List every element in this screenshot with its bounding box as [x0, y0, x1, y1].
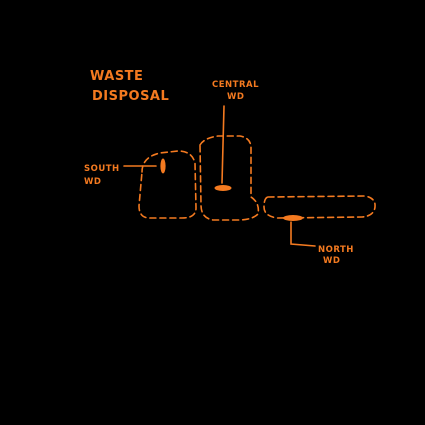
south-zone-outline [138, 150, 197, 219]
central-zone-outline [199, 135, 260, 221]
central-leader-line [221, 105, 225, 184]
central-wd-marker [214, 185, 232, 191]
south-wd-marker [160, 158, 166, 174]
north-wd-marker [283, 215, 303, 221]
north-label-line-2: WD [323, 256, 340, 266]
south-label-line-1: SOUTH [84, 164, 120, 174]
north-zone-outline [263, 195, 376, 219]
north-label-line-1: NORTH [318, 245, 354, 255]
title-line-1: WASTE [90, 69, 143, 84]
title-line-2: DISPOSAL [92, 89, 169, 104]
central-label-line-1: CENTRAL [212, 80, 259, 90]
north-leader-line [290, 221, 316, 247]
south-label-line-2: WD [84, 177, 101, 187]
central-label-line-2: WD [227, 92, 244, 102]
